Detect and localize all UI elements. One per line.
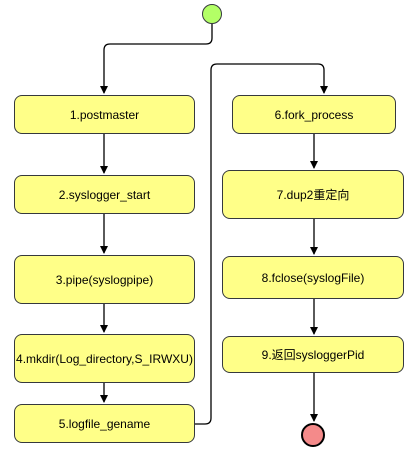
- node-label: 9.返回sysloggerPid: [261, 348, 365, 362]
- node-dup2[interactable]: 7.dup2重定向: [222, 170, 404, 219]
- edge-start-to-1: [100, 24, 213, 94]
- edge-5-to-6: [195, 63, 328, 425]
- end-node[interactable]: [301, 423, 325, 447]
- node-return-pid[interactable]: 9.返回sysloggerPid: [222, 336, 404, 373]
- node-postmaster[interactable]: 1.postmaster: [14, 95, 195, 134]
- node-label: 6.fork_process: [274, 107, 354, 122]
- start-node[interactable]: [202, 4, 222, 24]
- node-label: 8.fclose(syslogFile): [261, 270, 365, 285]
- node-label: 7.dup2重定向: [276, 188, 350, 202]
- node-label: 1.postmaster: [69, 107, 140, 122]
- node-label: 2.syslogger_start: [58, 187, 151, 202]
- node-logfile-gename[interactable]: 5.logfile_gename: [14, 404, 195, 443]
- node-mkdir[interactable]: 4.mkdir(Log_directory,S_IRWXU): [14, 334, 195, 383]
- node-label: 3.pipe(syslogpipe): [55, 272, 154, 287]
- node-fclose[interactable]: 8.fclose(syslogFile): [222, 256, 404, 299]
- node-fork-process[interactable]: 6.fork_process: [232, 95, 396, 134]
- node-syslogger-start[interactable]: 2.syslogger_start: [14, 175, 195, 214]
- node-label: 5.logfile_gename: [58, 416, 151, 431]
- node-label: 4.mkdir(Log_directory,S_IRWXU): [16, 351, 193, 366]
- node-pipe[interactable]: 3.pipe(syslogpipe): [14, 255, 195, 304]
